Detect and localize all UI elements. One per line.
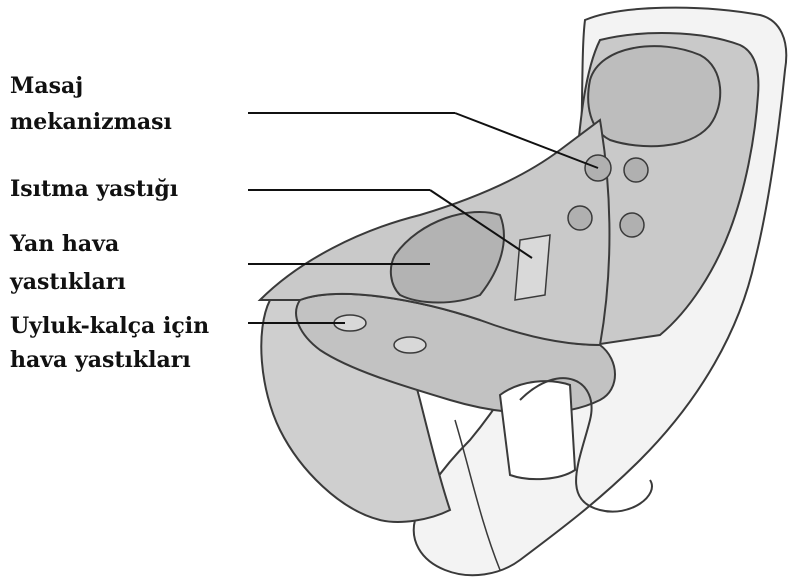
- side-pocket: [500, 381, 575, 479]
- label-thigh-line1: Uyluk-kalça için: [10, 312, 209, 340]
- label-thigh-line2: hava yastıkları: [10, 346, 209, 374]
- label-massage-line2: mekanizması: [10, 108, 172, 136]
- label-side-airbags: Yan hava yastıkları: [10, 230, 126, 296]
- label-heating-pad: Isıtma yastığı: [10, 175, 178, 203]
- label-side-line2: yastıkları: [10, 268, 126, 296]
- label-side-line1: Yan hava: [10, 230, 126, 258]
- label-heating-line1: Isıtma yastığı: [10, 175, 178, 203]
- heating-pad: [515, 235, 550, 300]
- label-thigh-hip-airbags: Uyluk-kalça için hava yastıkları: [10, 312, 209, 374]
- label-massage-mechanism: Masaj mekanizması: [10, 72, 172, 136]
- headrest-pillow: [588, 46, 720, 146]
- label-massage-line1: Masaj: [10, 72, 172, 100]
